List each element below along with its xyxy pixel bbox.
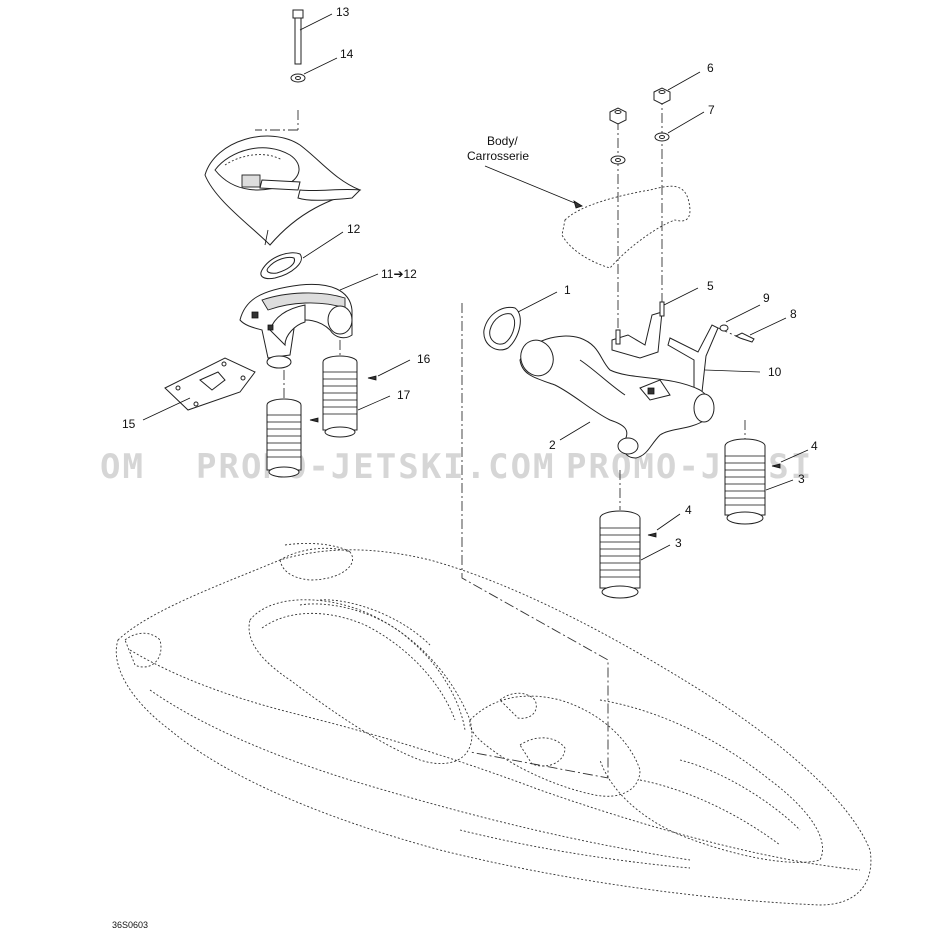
washer-7: 7 [610, 103, 715, 165]
watermark-right: PROMO-JETSI [566, 447, 813, 487]
bellows-right-lower: 4 3 [599, 503, 692, 599]
callout-15: 15 [122, 417, 136, 431]
callout-4b: 4 [811, 439, 818, 453]
callout-10: 10 [768, 365, 782, 379]
gasket-12: 12 [260, 222, 361, 280]
bellows-left-a [266, 398, 302, 478]
screw-8: 8 [734, 307, 797, 343]
watermark-left: OM [100, 447, 145, 487]
callout-13: 13 [336, 5, 350, 19]
callout-1: 1 [564, 283, 571, 297]
callout-6: 6 [707, 61, 714, 75]
intake-silencer-11: 11➔12 [239, 267, 417, 369]
callout-4a: 4 [685, 503, 692, 517]
bracket-5: 5 [611, 279, 714, 359]
callout-2: 2 [549, 438, 556, 452]
callout-5: 5 [707, 279, 714, 293]
plate-15: 15 [122, 357, 256, 431]
bolt-13: 13 [292, 5, 350, 65]
screw-16: 16 [309, 352, 431, 423]
callout-11: 11➔12 [381, 267, 417, 281]
callout-8: 8 [790, 307, 797, 321]
callout-17: 17 [397, 388, 411, 402]
body-label-line1: Body/ [487, 134, 518, 148]
watermark-mid: PROMO-JETSKI.COM [196, 447, 556, 487]
callout-14: 14 [340, 47, 354, 61]
callout-9: 9 [763, 291, 770, 305]
callout-12: 12 [347, 222, 361, 236]
callout-16: 16 [417, 352, 431, 366]
nut-6: 6 [609, 61, 714, 125]
intake-cover [204, 135, 362, 246]
callout-7: 7 [708, 103, 715, 117]
watermark: OM PROMO-JETSKI.COM PROMO-JETSI [100, 447, 813, 487]
gasket-1: 1 [483, 283, 571, 351]
bellows-right-upper: 4 3 [724, 438, 818, 525]
bellows-left-b: 17 [322, 355, 411, 438]
watercraft-hull [115, 542, 872, 906]
intake-duct-2: 2 [519, 335, 715, 459]
callout-3b: 3 [798, 472, 805, 486]
clamp-10: 10 [667, 324, 782, 393]
body-panel: Body/ Carrosserie [467, 134, 691, 269]
washer-14: 14 [290, 47, 354, 83]
callout-3a: 3 [675, 536, 682, 550]
drawing-code: 36S0603 [112, 920, 148, 930]
body-label-line2: Carrosserie [467, 149, 529, 163]
washer-9: 9 [719, 291, 770, 332]
